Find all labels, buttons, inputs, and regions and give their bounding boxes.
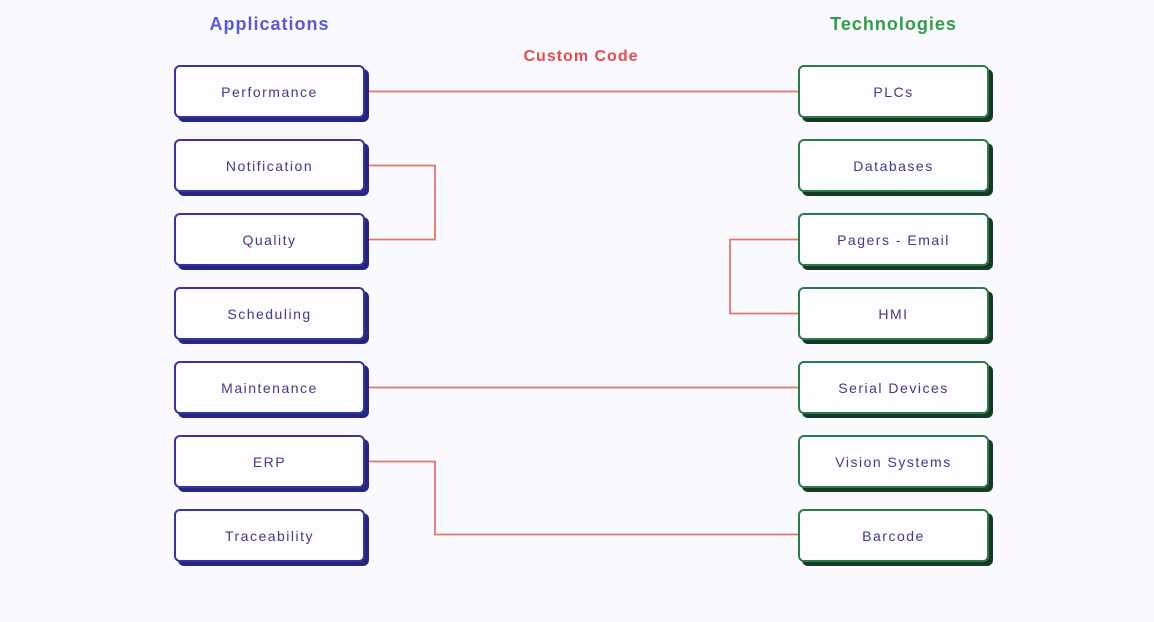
app-box-notification: Notification [174, 139, 365, 192]
app-box-maintenance: Maintenance [174, 361, 365, 414]
tech-box-vision-systems: Vision Systems [798, 435, 989, 488]
app-box-quality: Quality [174, 213, 365, 266]
connection-pagers-email-hmi [729, 238, 798, 315]
tech-box-serial-devices: Serial Devices [798, 361, 989, 414]
custom-code-label: Custom Code [523, 48, 639, 65]
tech-box-barcode: Barcode [798, 509, 989, 562]
tech-box-hmi: HMI [798, 287, 989, 340]
app-box-erp: ERP [174, 435, 365, 488]
app-box-traceability: Traceability [174, 509, 365, 562]
connection-notification-quality [365, 164, 436, 241]
connection-erp-barcode [365, 460, 798, 536]
app-box-scheduling: Scheduling [174, 287, 365, 340]
app-box-performance: Performance [174, 65, 365, 118]
applications-header: Applications [209, 14, 330, 34]
tech-box-plcs: PLCs [798, 65, 989, 118]
tech-box-databases: Databases [798, 139, 989, 192]
tech-box-pagers-email: Pagers - Email [798, 213, 989, 266]
technologies-header: Technologies [830, 14, 957, 34]
